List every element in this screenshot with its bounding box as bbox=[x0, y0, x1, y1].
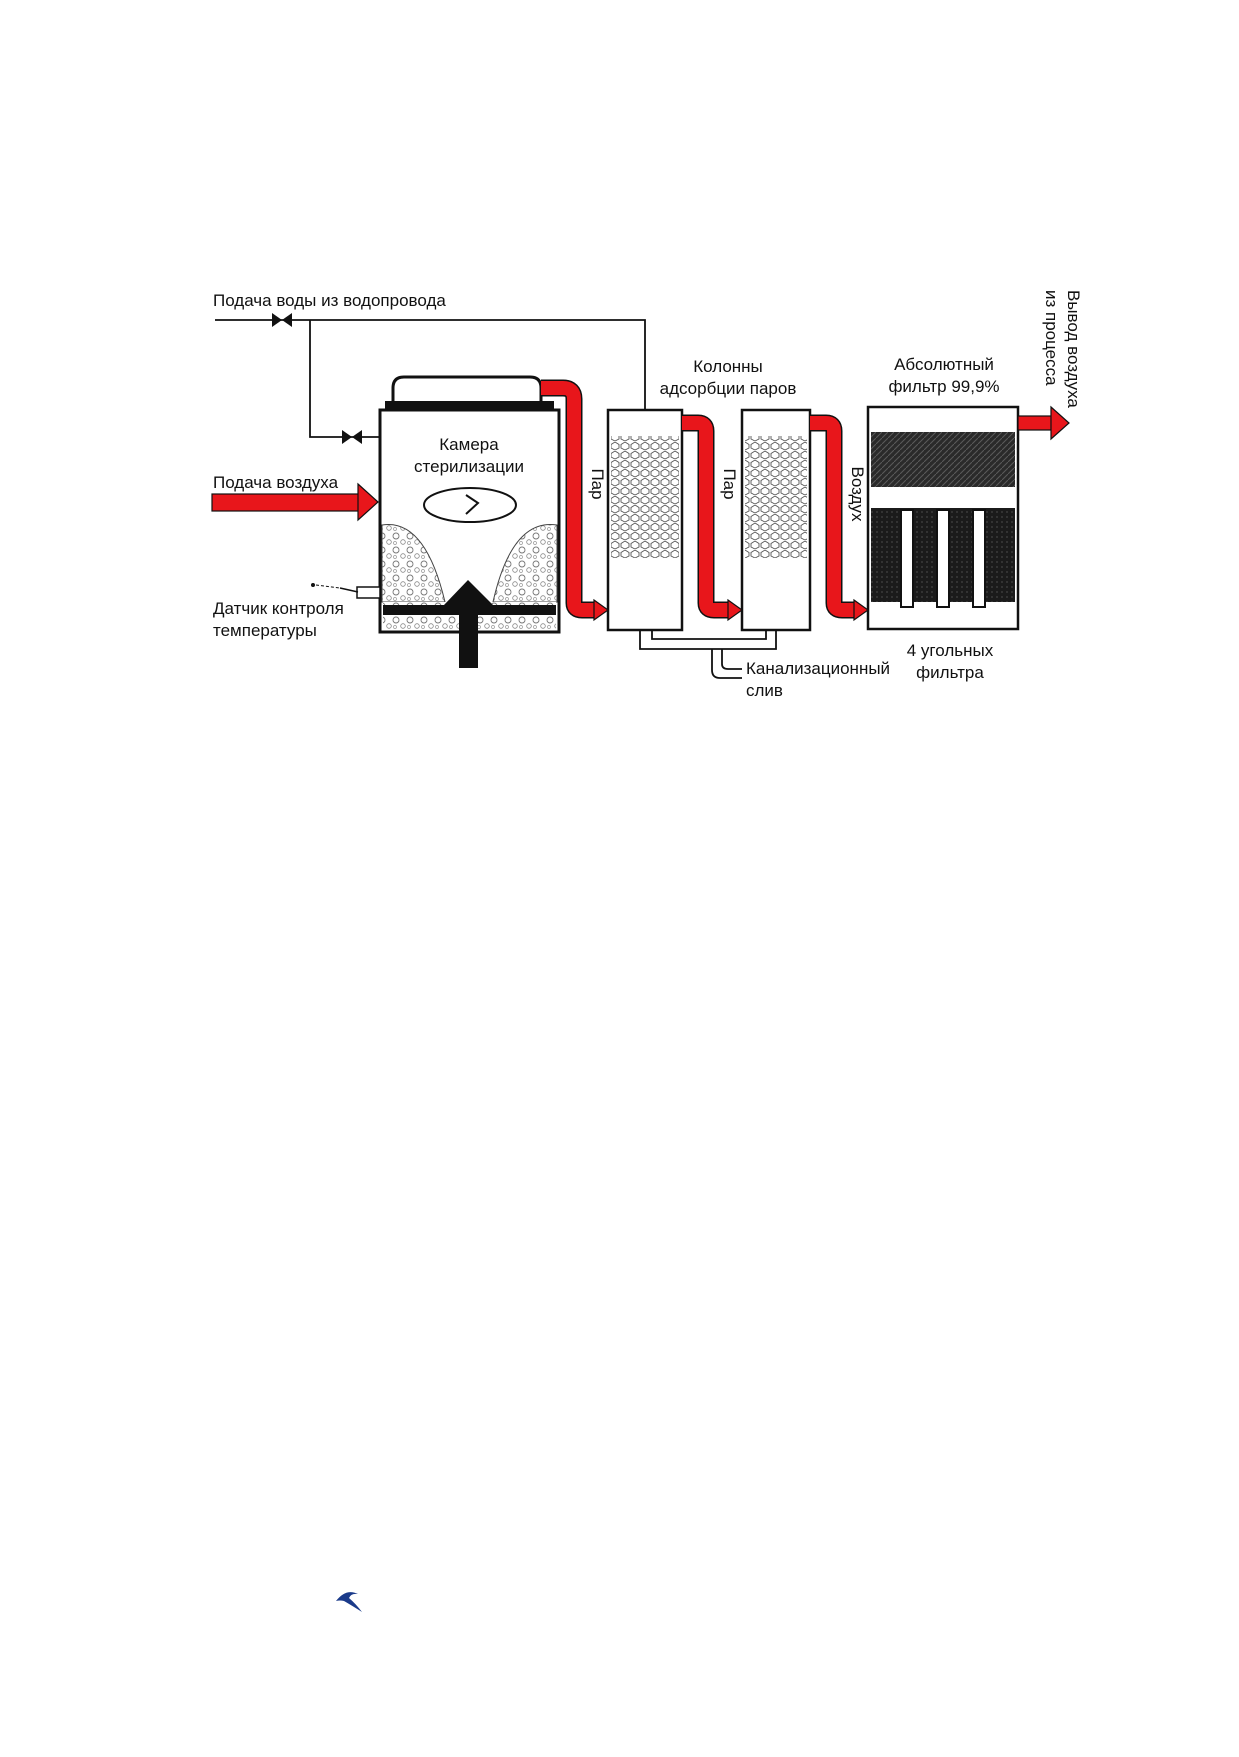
bird-logo-icon bbox=[336, 1592, 362, 1612]
flow-arrows bbox=[211, 379, 1070, 622]
water-supply-label: Подача воды из водопровода bbox=[213, 291, 446, 310]
air-label: Воздух bbox=[848, 467, 867, 522]
chamber-label-line1: Камера bbox=[439, 435, 499, 454]
absolute-filter-label-line2: фильтр 99,9% bbox=[888, 377, 999, 396]
drain-label-line2: слив bbox=[746, 681, 783, 700]
columns-label-line2: адсорбции паров bbox=[660, 379, 797, 398]
columns-label-line1: Колонны bbox=[693, 357, 763, 376]
air-arrow bbox=[810, 414, 870, 622]
valve-icon bbox=[342, 430, 362, 444]
absolute-filter-label-line1: Абсолютный bbox=[894, 355, 994, 374]
drain-pipe bbox=[639, 630, 777, 679]
sterilization-chamber bbox=[378, 375, 561, 668]
adsorption-column-1 bbox=[606, 408, 684, 632]
drain-label-line1: Канализационный bbox=[746, 659, 890, 678]
coal-filters-label-line1: 4 угольных bbox=[907, 641, 994, 660]
exhaust-label-line2: из процесса bbox=[1042, 290, 1061, 386]
adsorption-column-2 bbox=[740, 408, 812, 632]
sensor-label-line2: температуры bbox=[213, 621, 317, 640]
valve-icon bbox=[272, 313, 292, 327]
chamber-label-line2: стерилизации bbox=[414, 457, 524, 476]
steam-arrow-2 bbox=[682, 414, 744, 622]
absolute-filter-unit bbox=[866, 405, 1020, 631]
steam-label-1: Пар bbox=[588, 468, 607, 499]
exhaust-label-line1: Вывод воздуха bbox=[1064, 290, 1083, 408]
steam-label-2: Пар bbox=[720, 468, 739, 499]
sensor-label-line1: Датчик контроля bbox=[213, 599, 344, 618]
exhaust-arrow bbox=[1017, 405, 1070, 441]
steam-arrow-1 bbox=[541, 379, 610, 622]
temperature-sensor-icon bbox=[311, 583, 381, 599]
coal-filters-label-line2: фильтра bbox=[916, 663, 984, 682]
air-supply-label: Подача воздуха bbox=[213, 473, 339, 492]
air-supply-arrow bbox=[211, 482, 379, 522]
